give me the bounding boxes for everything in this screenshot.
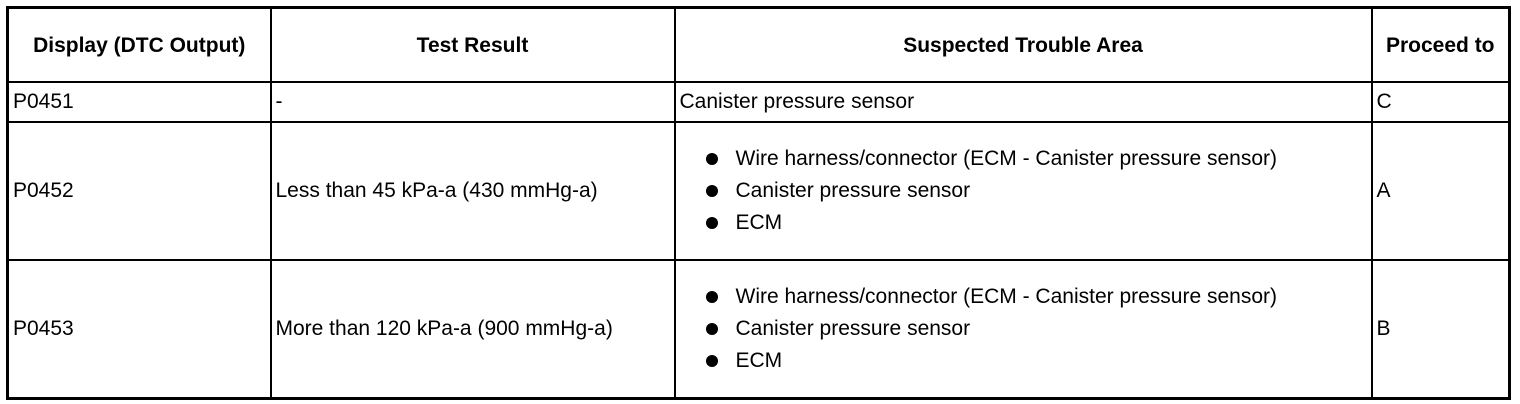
trouble-area-cell: Wire harness/connector (ECM - Canister p… [673, 259, 1373, 400]
bullet-icon [705, 355, 718, 367]
trouble-area-cell: Canister pressure sensor [673, 81, 1373, 123]
list-item: Wire harness/connector (ECM - Canister p… [702, 143, 1367, 175]
dtc-code-cell: P0452 [6, 121, 272, 261]
list-item-text: Wire harness/connector (ECM - Canister p… [735, 285, 1278, 308]
bullet-icon [705, 153, 718, 165]
header-suspected-trouble-area: Suspected Trouble Area [673, 6, 1373, 83]
proceed-to-cell: A [1370, 121, 1511, 261]
list-item-text: Wire harness/connector (ECM - Canister p… [735, 147, 1278, 170]
proceed-to-cell: C [1370, 81, 1511, 123]
proceed-to-cell: B [1370, 259, 1511, 400]
list-item: Canister pressure sensor [702, 175, 1367, 207]
dtc-code-cell: P0453 [6, 259, 272, 400]
dtc-code-cell: P0451 [6, 81, 272, 123]
list-item-text: Canister pressure sensor [735, 179, 971, 202]
bullet-icon [705, 217, 718, 229]
dtc-table-container: Display (DTC Output) Test Result Suspect… [6, 6, 1511, 400]
list-item: ECM [702, 345, 1367, 377]
list-item: Canister pressure sensor [702, 313, 1367, 345]
bullet-icon [705, 291, 718, 303]
list-item: Wire harness/connector (ECM - Canister p… [702, 281, 1367, 313]
trouble-area-list: Wire harness/connector (ECM - Canister p… [680, 143, 1367, 239]
trouble-area-cell: Wire harness/connector (ECM - Canister p… [673, 121, 1373, 261]
bullet-icon [705, 185, 718, 197]
header-display-dtc-output: Display (DTC Output) [6, 6, 272, 83]
table-row: P0451 - Canister pressure sensor C [6, 81, 1511, 123]
dtc-table: Display (DTC Output) Test Result Suspect… [6, 6, 1511, 400]
test-result-cell: - [269, 81, 676, 123]
list-item-text: ECM [735, 211, 783, 234]
header-proceed-to: Proceed to [1370, 6, 1511, 83]
list-item-text: Canister pressure sensor [735, 317, 971, 340]
bullet-icon [705, 323, 718, 335]
table-row: P0453 More than 120 kPa-a (900 mmHg-a) W… [6, 259, 1511, 400]
test-result-cell: More than 120 kPa-a (900 mmHg-a) [269, 259, 676, 400]
list-item: ECM [702, 207, 1367, 239]
list-item-text: ECM [735, 349, 783, 372]
table-row: P0452 Less than 45 kPa-a (430 mmHg-a) Wi… [6, 121, 1511, 261]
test-result-cell: Less than 45 kPa-a (430 mmHg-a) [269, 121, 676, 261]
header-test-result: Test Result [269, 6, 676, 83]
trouble-area-list: Wire harness/connector (ECM - Canister p… [680, 281, 1367, 377]
table-header-row: Display (DTC Output) Test Result Suspect… [6, 6, 1511, 83]
